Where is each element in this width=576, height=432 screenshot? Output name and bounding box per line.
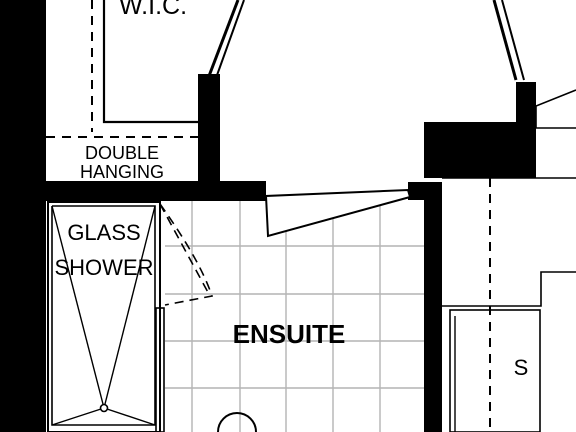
wic-bottom-wall xyxy=(0,181,266,201)
shower-drain-line-bl xyxy=(51,407,105,426)
shower-drain-line-br xyxy=(103,407,156,426)
walls xyxy=(0,0,536,432)
right-cabinet-outline xyxy=(442,271,576,307)
left-exterior-wall xyxy=(0,0,46,432)
ensuite-right-wall xyxy=(424,182,442,432)
doors xyxy=(159,0,525,306)
glass-shower-label-line2: SHOWER xyxy=(55,255,154,280)
wic-right-door-leaf-inner xyxy=(501,0,525,81)
right-door-jamb xyxy=(516,82,536,178)
room-labels: W.I.C. DOUBLE HANGING GLASS SHOWER ENSUI… xyxy=(55,0,529,380)
dashed-lines xyxy=(46,0,491,432)
ensuite-tile-grid xyxy=(165,200,425,432)
wic-right-door-leaf xyxy=(492,0,518,81)
shower-drain-line-left xyxy=(51,205,105,409)
shower-door-arc xyxy=(159,203,214,306)
ensuite-label: ENSUITE xyxy=(233,319,346,349)
storage-cabinet xyxy=(449,309,541,432)
shower-drain-line-right xyxy=(103,205,156,409)
wic-shelf-outline xyxy=(102,0,198,124)
right-room-step xyxy=(535,89,576,128)
wic-left-door-leaf xyxy=(207,0,240,77)
fixture-outlines xyxy=(47,0,576,432)
shower-drain-icon xyxy=(99,403,109,413)
shower-door-swing xyxy=(159,203,211,297)
ensuite-door-leaf xyxy=(264,188,412,238)
wic-label: W.I.C. xyxy=(119,0,187,20)
glass-shower-label-line1: GLASS xyxy=(67,220,140,245)
wic-left-door-leaf-inner xyxy=(215,0,245,79)
double-hanging-label-line1: DOUBLE xyxy=(85,143,159,163)
shower-glass-partition xyxy=(155,307,165,432)
wic-right-jamb xyxy=(198,74,220,198)
toilet-icon xyxy=(217,412,257,432)
storage-label: S xyxy=(514,355,529,380)
double-hanging-label-line2: HANGING xyxy=(80,162,164,182)
shower-stall xyxy=(47,201,161,432)
